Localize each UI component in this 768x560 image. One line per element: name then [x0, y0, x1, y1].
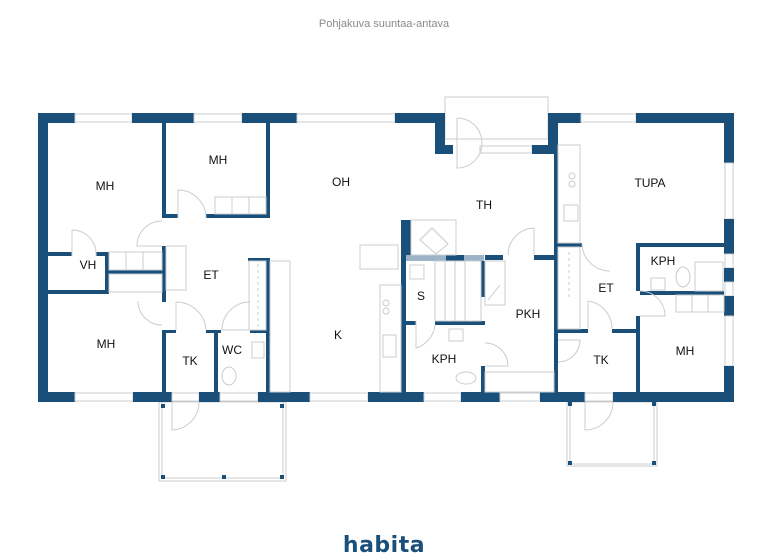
door-swings [71, 117, 666, 431]
room-label-oh: OH [332, 175, 350, 189]
room-label-th: TH [476, 198, 492, 212]
room-label-mh-2: MH [209, 153, 228, 167]
room-label-tk-left: TK [182, 354, 197, 368]
room-label-tk-right: TK [593, 353, 608, 367]
room-label-kph-mid: KPH [432, 352, 457, 366]
room-label-s: S [417, 289, 425, 303]
room-label-k: K [334, 328, 342, 342]
room-label-vh: VH [80, 258, 97, 272]
plan-disclaimer-caption: Pohjakuva suuntaa-antava [318, 18, 450, 30]
room-label-kph-right: KPH [651, 254, 676, 268]
room-label-tupa: TUPA [634, 176, 665, 190]
outer-walls [38, 113, 734, 402]
room-label-pkh: PKH [516, 307, 541, 321]
porch-left [158, 401, 287, 482]
porch-right [566, 401, 658, 467]
room-label-mh-1: MH [96, 179, 115, 193]
room-label-et-right: ET [598, 281, 614, 295]
room-label-wc: WC [222, 343, 242, 357]
room-label-mh-3: MH [97, 337, 116, 351]
interior-walls [48, 123, 724, 392]
room-labels: MH MH VH ET MH TK WC OH K TH S KPH PKH T… [80, 153, 695, 368]
room-label-mh-4: MH [676, 344, 695, 358]
room-label-et-left: ET [203, 268, 219, 282]
fixtures [108, 144, 725, 393]
habita-logo: habita [342, 533, 426, 558]
